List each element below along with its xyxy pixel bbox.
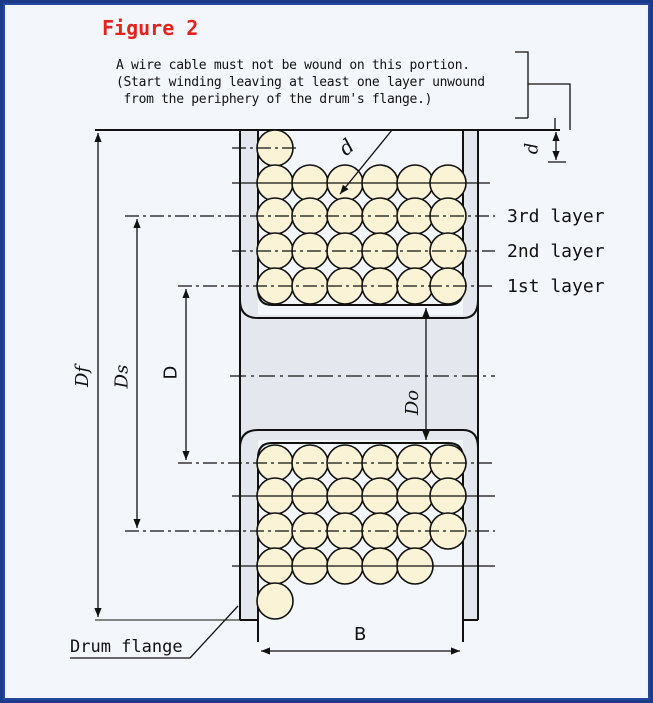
note-line-1: A wire cable must not be wound on this p… (116, 58, 470, 73)
dim-label-df: Df (72, 365, 94, 388)
figure-title: Figure 2 (102, 16, 199, 40)
note-line-2: (Start winding leaving at least one laye… (116, 75, 485, 90)
note-line-3: from the periphery of the drum's flange.… (116, 92, 433, 107)
wire-row-lower-4 (256, 547, 434, 585)
layer-label-1st: 1st layer (507, 276, 605, 297)
dim-label-d-top: d (521, 142, 543, 155)
layer-label-3rd: 3rd layer (507, 206, 605, 227)
layer-label-2nd: 2nd layer (507, 241, 605, 262)
layer-center-lines (125, 147, 495, 567)
drum-barrel (240, 315, 478, 440)
wire-bottom-extra (256, 582, 294, 620)
wire-row-upper-2 (256, 267, 467, 305)
wire-rows-upper (256, 129, 467, 305)
drum-flange-leader (70, 605, 239, 659)
right-flange-fill (463, 130, 478, 620)
dim-label-b: B (354, 624, 367, 645)
dim-d-wire-arrow (339, 129, 393, 195)
left-flange-fill (240, 130, 258, 620)
dim-label-do: Do (402, 389, 424, 416)
wire-rows-lower (256, 444, 467, 620)
drum-flange-label: Drum flange (70, 637, 183, 657)
dim-label-d-drum: D (160, 365, 182, 380)
dim-label-ds: Ds (111, 364, 133, 389)
wire-row-lower-3 (256, 512, 467, 550)
